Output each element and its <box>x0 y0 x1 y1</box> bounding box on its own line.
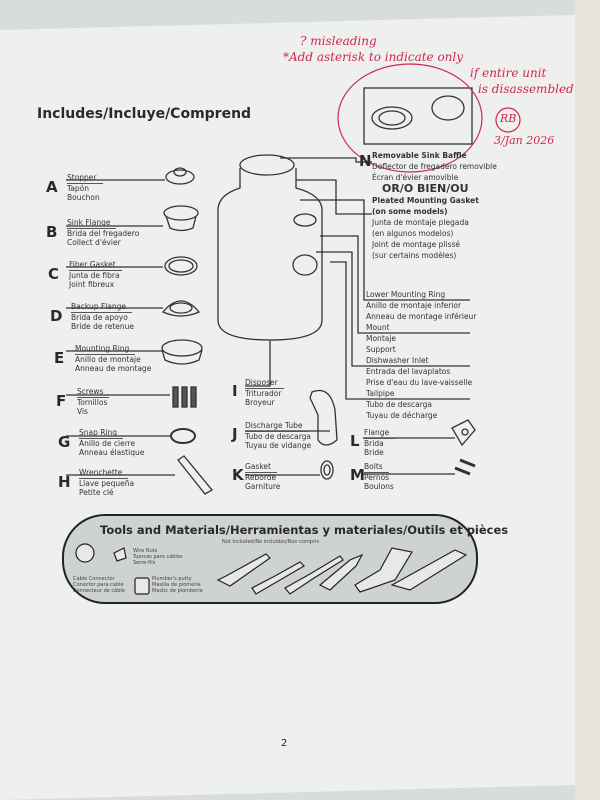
item-letter: I <box>232 382 238 400</box>
part-label: Tailpipe <box>366 389 395 398</box>
putty-knife-icon <box>354 547 413 593</box>
handwritten-note: if entire unit <box>470 66 547 80</box>
item-letter: M <box>350 466 365 484</box>
item-letter: J <box>232 425 238 443</box>
cable-connector-icon <box>75 543 95 563</box>
item-letter: F <box>56 392 67 410</box>
item-letter: D <box>50 307 63 325</box>
part-label: Prise d'eau du lave-vaisselle <box>366 378 473 387</box>
wire-nut-icon <box>113 547 127 562</box>
item-letter: L <box>350 432 360 450</box>
part-label: Tuyau de décharge <box>366 411 438 420</box>
part-label: Tubo de descarga <box>366 400 432 409</box>
screwdriver-icon-2 <box>284 555 344 595</box>
handwritten-date: 3/Jan 2026 <box>494 134 555 147</box>
item-letter: E <box>54 349 65 367</box>
part-label: Dishwasher Inlet <box>366 356 429 365</box>
handwritten-initials: RB <box>500 112 517 125</box>
pliers-icon <box>318 553 364 591</box>
part-label: Mount <box>366 323 390 332</box>
item-letter: C <box>48 265 60 283</box>
n-item-label: Removable Sink Baffle Deflector de frega… <box>372 151 497 260</box>
handwritten-note: is disassembled <box>478 82 574 96</box>
hacksaw-icon <box>390 549 468 591</box>
item-letter: B <box>46 223 58 241</box>
part-label: Anillo de montaje inferior <box>366 301 462 310</box>
part-label: Montaje <box>366 334 397 343</box>
tools-subtitle: Not Included/No incluidos/Non compris <box>222 539 320 545</box>
item-letter: K <box>232 466 244 484</box>
handwritten-note: *Add asterisk to indicate only <box>283 50 464 64</box>
hammer-icon <box>216 553 271 587</box>
item-letter-n: N <box>359 152 372 170</box>
item-letter: G <box>58 433 71 451</box>
part-label: Support <box>366 345 396 354</box>
part-label: Anneau de montage inférieur <box>366 312 477 321</box>
part-label: Lower Mounting Ring <box>366 290 446 299</box>
tools-title: Tools and Materials/Herramientas y mater… <box>100 523 509 537</box>
item-letter: A <box>46 178 58 196</box>
page-title: Includes/Incluye/Comprend <box>37 106 252 122</box>
part-label: Entrada del lavaplatos <box>366 367 451 376</box>
handwritten-note: ? misleading <box>300 34 377 48</box>
item-letter: H <box>58 473 71 491</box>
page-number: 2 <box>281 738 288 749</box>
screwdriver-icon <box>251 561 305 595</box>
background-sheet <box>575 0 600 800</box>
putty-icon <box>134 577 150 595</box>
